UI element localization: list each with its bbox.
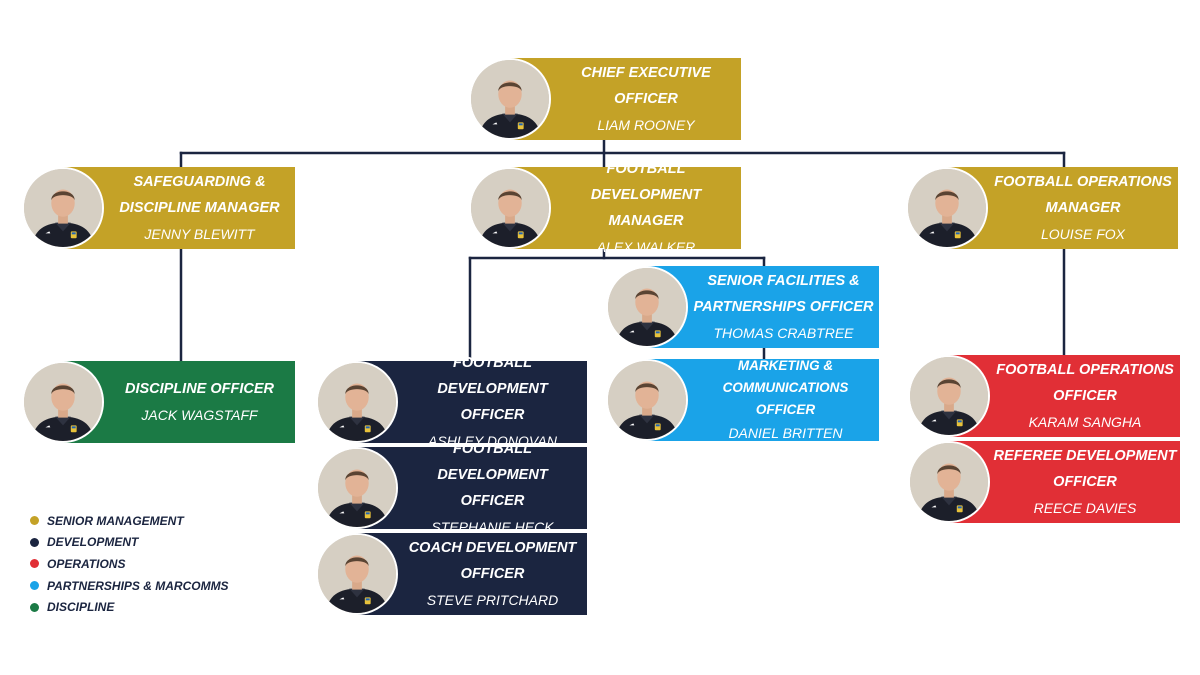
staff-name: JENNY BLEWITT — [144, 226, 255, 242]
staff-photo — [469, 58, 551, 140]
job-title-line: OFFICER — [460, 566, 525, 582]
job-title-line: OFFICER — [1053, 474, 1117, 490]
card-marketing-communications-officer: MARKETING & COMMUNICATIONS OFFICER DANIE… — [606, 358, 879, 441]
legend-item-senior-management: SENIOR MANAGEMENT — [30, 510, 229, 532]
card-discipline-officer: DISCIPLINE OFFICER JACK WAGSTAFF — [22, 361, 295, 443]
job-title-line: FOOTBALL DEVELOPMENT — [437, 441, 548, 483]
job-title-line: OFFICER — [460, 407, 525, 423]
staff-name: THOMAS CRABTREE — [713, 325, 854, 341]
card-referee-development-officer: REFEREE DEVELOPMENT OFFICER REECE DAVIES — [908, 441, 1180, 523]
staff-photo — [22, 361, 104, 443]
job-title-line: DISCIPLINE OFFICER — [124, 381, 275, 397]
staff-photo — [316, 447, 398, 529]
legend-label: OPERATIONS — [47, 556, 126, 571]
job-title-line: OFFICER — [460, 493, 525, 509]
job-title-line: OFFICER — [1053, 388, 1117, 404]
job-title-line: REFEREE DEVELOPMENT — [993, 448, 1177, 464]
staff-photo — [606, 266, 688, 348]
staff-photo — [908, 441, 990, 523]
card-football-development-manager: FOOTBALL DEVELOPMENT MANAGER ALEX WALKER — [469, 161, 741, 255]
staff-name: JACK WAGSTAFF — [141, 407, 258, 423]
staff-photo — [906, 167, 988, 249]
legend-dot-icon — [30, 602, 39, 612]
job-title-line: SENIOR FACILITIES & — [707, 273, 860, 289]
legend-dot-icon — [30, 559, 39, 569]
job-title-line: FOOTBALL OPERATIONS — [996, 362, 1174, 378]
job-title-line: MARKETING & — [737, 358, 834, 373]
job-title-line: OFFICER — [614, 91, 678, 107]
staff-name: DANIEL BRITTEN — [728, 425, 843, 441]
job-title-line: SAFEGUARDING & — [133, 174, 266, 190]
staff-photo — [316, 361, 398, 443]
card-senior-facilities-partnerships-officer: SENIOR FACILITIES & PARTNERSHIPS OFFICER… — [606, 266, 879, 348]
job-title-line: COMMUNICATIONS OFFICER — [722, 380, 849, 417]
staff-photo — [22, 167, 104, 249]
legend-item-discipline: DISCIPLINE — [30, 596, 229, 618]
legend-label: PARTNERSHIPS & MARCOMMS — [47, 578, 229, 593]
card-football-operations-manager: FOOTBALL OPERATIONS MANAGER LOUISE FOX — [906, 167, 1178, 249]
job-title-line: COACH DEVELOPMENT — [408, 540, 577, 556]
job-title-line: PARTNERSHIPS OFFICER — [693, 299, 874, 315]
card-football-operations-officer: FOOTBALL OPERATIONS OFFICER KARAM SANGHA — [908, 355, 1180, 437]
staff-name: ALEX WALKER — [596, 239, 696, 255]
staff-photo — [908, 355, 990, 437]
staff-photo — [606, 359, 688, 441]
staff-photo — [469, 167, 551, 249]
legend-label: DEVELOPMENT — [47, 535, 139, 550]
legend-item-partnerships-marcomms: PARTNERSHIPS & MARCOMMS — [30, 575, 229, 597]
legend-dot-icon — [30, 516, 39, 526]
color-legend: SENIOR MANAGEMENT DEVELOPMENT OPERATIONS… — [30, 510, 229, 618]
staff-name: ASHLEY DONOVAN — [428, 433, 557, 449]
legend-label: SENIOR MANAGEMENT — [47, 513, 184, 528]
job-title-line: FOOTBALL DEVELOPMENT — [590, 161, 702, 203]
card-safeguarding-discipline-manager: SAFEGUARDING & DISCIPLINE MANAGER JENNY … — [22, 167, 295, 249]
job-title-line: FOOTBALL OPERATIONS — [994, 174, 1172, 190]
staff-name: LOUISE FOX — [1040, 226, 1126, 242]
job-title-line: DISCIPLINE MANAGER — [119, 200, 280, 216]
job-title-line: CHIEF EXECUTIVE — [581, 65, 711, 81]
legend-dot-icon — [30, 581, 39, 591]
staff-name: REECE DAVIES — [1033, 500, 1137, 516]
staff-photo — [316, 533, 398, 615]
legend-item-operations: OPERATIONS — [30, 553, 229, 575]
staff-name: STEPHANIE HECK — [431, 519, 554, 535]
legend-label: DISCIPLINE — [47, 600, 115, 615]
job-title-line: MANAGER — [1045, 200, 1121, 216]
legend-dot-icon — [30, 537, 39, 547]
job-title-line: FOOTBALL DEVELOPMENT — [437, 355, 548, 397]
card-football-development-officer-stephanie: FOOTBALL DEVELOPMENT OFFICER STEPHANIE H… — [316, 441, 587, 535]
card-coach-development-officer: COACH DEVELOPMENT OFFICER STEVE PRITCHAR… — [316, 533, 587, 615]
card-football-development-officer-ashley: FOOTBALL DEVELOPMENT OFFICER ASHLEY DONO… — [316, 355, 587, 449]
legend-item-development: DEVELOPMENT — [30, 532, 229, 554]
staff-name: KARAM SANGHA — [1028, 414, 1142, 430]
staff-name: LIAM ROONEY — [597, 117, 695, 133]
job-title-line: MANAGER — [608, 213, 684, 229]
card-chief-executive-officer: CHIEF EXECUTIVE OFFICER LIAM ROONEY — [469, 58, 741, 140]
staff-name: STEVE PRITCHARD — [426, 592, 559, 608]
